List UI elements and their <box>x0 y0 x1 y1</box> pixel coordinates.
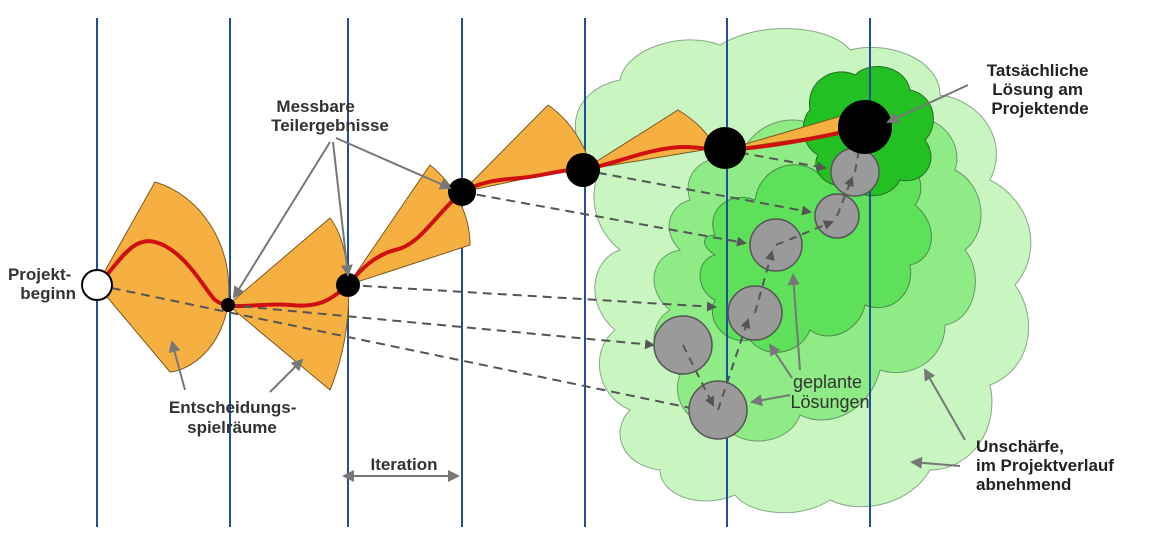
planned-arrow <box>582 169 812 216</box>
label-iteration: Iteration <box>370 455 437 474</box>
label-geplante-loesungen: geplante Lösungen <box>790 372 869 412</box>
project-start-node <box>81 269 113 301</box>
label-tatsaechliche-loesung: Tatsächliche Lösung am Projektende <box>987 61 1093 118</box>
final-solution-node <box>838 100 892 154</box>
planned-link <box>754 250 775 314</box>
milestone <box>566 153 600 187</box>
annotation-arrow <box>787 273 801 371</box>
annotation-arrows <box>168 84 969 469</box>
decision-cone <box>96 181 230 373</box>
planned-arrow <box>461 191 747 247</box>
annotation-arrow <box>335 137 452 190</box>
annotation-arrow <box>269 358 304 393</box>
annotation-arrow <box>768 343 793 379</box>
annotation-arrow <box>750 394 791 407</box>
milestone <box>704 127 746 169</box>
milestone <box>221 298 235 312</box>
planned-arrow <box>227 304 655 350</box>
annotation-arrow <box>910 456 961 469</box>
annotation-arrow <box>232 141 331 299</box>
milestone <box>448 178 476 206</box>
milestone <box>336 273 360 297</box>
annotation-arrow <box>886 84 969 124</box>
uncertainty-cloud <box>574 28 1032 514</box>
actual-project-path <box>95 125 866 309</box>
planned-link <box>682 344 714 407</box>
label-entscheidungsspielraeume: Entscheidungs- spielräume <box>169 398 301 437</box>
planned-link <box>775 220 834 246</box>
planned-arrow <box>347 284 717 312</box>
milestones <box>221 127 746 312</box>
planned-link <box>717 318 751 411</box>
annotation-arrow <box>924 368 966 441</box>
label-unschaerfe: Unschärfe, im Projektverlauf abnehmend <box>976 437 1119 494</box>
label-messbare-teilergebnisse: Messbare Teilergebnisse <box>271 97 389 135</box>
label-projektbeginn: Projekt- beginn <box>8 265 76 303</box>
planned-link <box>836 176 854 217</box>
annotation-arrow <box>168 340 186 391</box>
annotation-arrow <box>332 141 353 277</box>
